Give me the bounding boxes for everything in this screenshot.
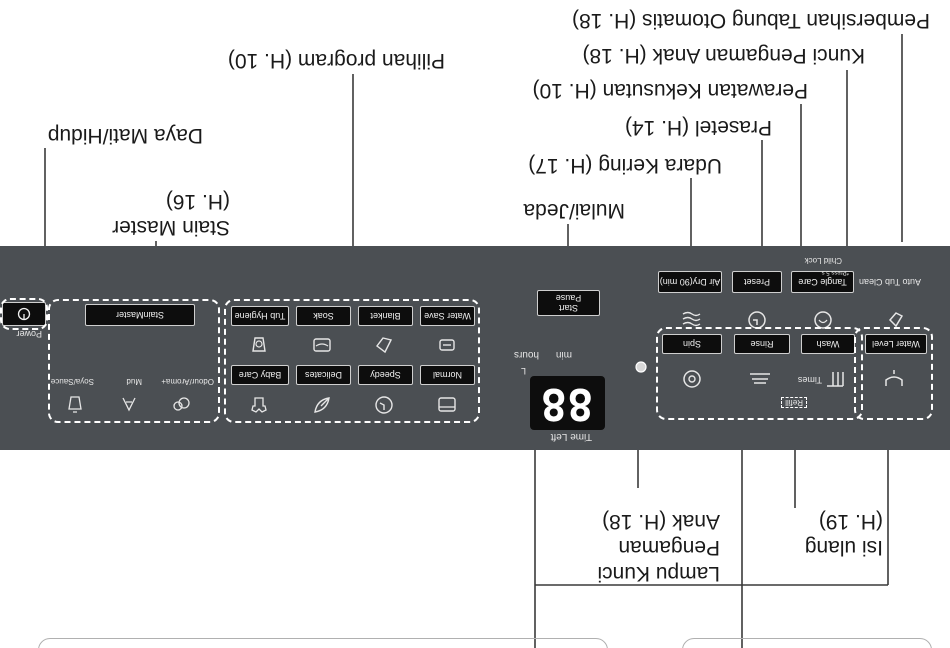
callout-box-right — [38, 638, 608, 648]
odour-aroma-icon — [173, 397, 190, 411]
display-digits: 88 — [540, 378, 594, 429]
preset-button[interactable]: Preset — [732, 271, 782, 293]
power-group — [0, 298, 48, 330]
press-5s-label: *Press 5 s — [821, 269, 849, 275]
delicates-icon — [314, 397, 330, 413]
power-label: Power — [16, 329, 42, 339]
auto-tub-clean-icon — [888, 312, 904, 328]
power-button[interactable] — [2, 302, 46, 326]
min-label: min — [555, 349, 572, 360]
baby-care-icon — [251, 397, 267, 413]
rinse-icon — [750, 373, 770, 384]
start-label: Start — [559, 303, 579, 313]
callout-box-left — [682, 638, 932, 648]
power-icon — [17, 307, 31, 321]
air-dry-button[interactable]: Air Dry(90 min) — [658, 271, 722, 293]
course-group — [656, 327, 863, 420]
tangle-care-icon — [814, 311, 832, 329]
air-dry-icon — [682, 311, 701, 327]
pause-label: Pause — [555, 293, 582, 303]
mud-icon — [122, 397, 136, 412]
hours-label: hours — [513, 349, 539, 360]
auto-tub-clean-label: Auto Tub Clean — [858, 277, 921, 287]
normal-icon — [438, 397, 456, 412]
spin-icon — [683, 370, 701, 388]
start-pause-button[interactable]: Start Pause — [537, 290, 600, 316]
l-indicator: L — [520, 366, 526, 376]
water-level-group — [854, 327, 933, 420]
stainmaster-group — [48, 299, 220, 423]
water-level-icon — [885, 370, 903, 386]
soak-icon — [313, 338, 331, 352]
soya-sauce-icon — [68, 396, 82, 413]
program-group — [224, 299, 480, 423]
blanket-icon — [376, 337, 393, 354]
preset-clock-icon — [748, 311, 766, 329]
time-display: 88 — [530, 376, 605, 430]
child-lock-lamp-icon — [635, 361, 647, 373]
water-save-icon — [439, 339, 455, 351]
time-left-label: Time Left — [550, 431, 592, 442]
speedy-icon — [375, 396, 393, 414]
wash-icon — [827, 372, 844, 387]
tub-hygiene-icon — [252, 337, 266, 352]
child-lock-label: Child Lock — [804, 256, 842, 265]
